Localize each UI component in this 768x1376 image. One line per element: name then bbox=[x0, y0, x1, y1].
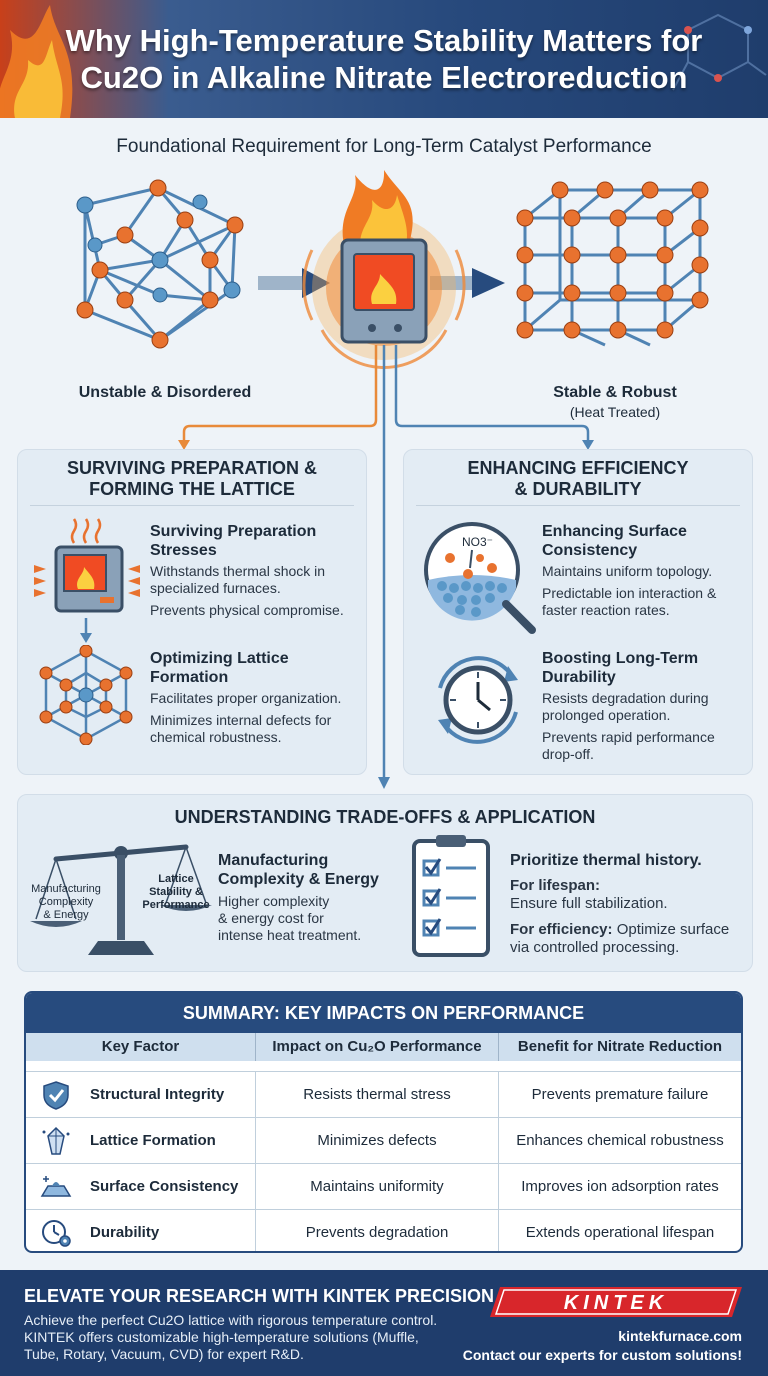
impact-cell: Resists thermal stress bbox=[256, 1072, 499, 1118]
preparation-panel-title: SURVIVING PREPARATION &FORMING THE LATTI… bbox=[66, 458, 318, 499]
kintek-logo[interactable]: KINTEK bbox=[490, 1287, 742, 1317]
footer-title: ELEVATE YOUR RESEARCH WITH KINTEK PRECIS… bbox=[24, 1286, 495, 1306]
title-line-1: Why High-Temperature Stability Matters f… bbox=[65, 23, 703, 58]
summary-table: SUMMARY: KEY IMPACTS ON PERFORMANCE Key … bbox=[24, 991, 743, 1253]
benefit-cell: Improves ion adsorption rates bbox=[521, 1178, 719, 1195]
impact-cell: Maintains uniformity bbox=[256, 1164, 499, 1210]
cost-text: intense heat treatment. bbox=[218, 927, 362, 943]
summary-title: SUMMARY: KEY IMPACTS ON PERFORMANCE bbox=[26, 993, 741, 1033]
factor-cell: Lattice Formation bbox=[26, 1118, 256, 1164]
shield-check-icon bbox=[43, 1081, 69, 1110]
lattice-item-text: Facilitates proper organization. bbox=[150, 690, 342, 706]
factor-cell: Structural Integrity bbox=[26, 1072, 256, 1118]
footer-url-link[interactable]: kintekfurnace.com bbox=[618, 1328, 742, 1344]
factor-cell: Surface Consistency bbox=[26, 1164, 256, 1210]
lattice-item-text: chemical robustness. bbox=[150, 729, 282, 745]
furnace-stress-icon bbox=[34, 518, 140, 613]
table-row: Surface Consistency Maintains uniformity… bbox=[26, 1163, 741, 1210]
left-lattice-caption: Unstable & Disordered bbox=[78, 384, 252, 401]
center-connector bbox=[378, 345, 390, 789]
clock-gear-icon bbox=[42, 1220, 71, 1247]
surface-item-text: Predictable ion interaction & bbox=[542, 585, 717, 601]
flame-decoration-icon bbox=[0, 5, 73, 118]
surface-icon bbox=[40, 1176, 72, 1197]
efficiency-panel: ENHANCING EFFICIENCY& DURABILITY NO3⁻ En… bbox=[403, 449, 753, 775]
ordered-lattice-icon bbox=[516, 181, 709, 347]
table-row: Structural Integrity Resists thermal str… bbox=[26, 1071, 741, 1118]
arrow-right-icon bbox=[472, 268, 505, 298]
durability-item-text: Prevents rapid performance bbox=[542, 729, 715, 745]
preparation-item-text: Withstands thermal shock in bbox=[150, 563, 326, 579]
column-header: Benefit for Nitrate Reduction bbox=[499, 1033, 741, 1061]
column-header: Key Factor bbox=[26, 1033, 256, 1061]
arrow-right-icon bbox=[302, 268, 330, 298]
crystal-icon bbox=[42, 1126, 70, 1155]
surface-item-text: faster reaction rates. bbox=[542, 602, 670, 618]
efficiency-panel-title: ENHANCING EFFICIENCY& DURABILITY bbox=[467, 458, 689, 499]
durability-item-text: Resists degradation during bbox=[542, 690, 709, 706]
header-banner: Why High-Temperature Stability Matters f… bbox=[0, 0, 768, 118]
svg-text:KINTEK: KINTEK bbox=[564, 1292, 668, 1314]
title-line-2: Cu2O in Alkaline Nitrate Electroreductio… bbox=[80, 60, 688, 95]
clock-icon bbox=[438, 656, 518, 744]
tradeoffs-panel: UNDERSTANDING TRADE-OFFS & APPLICATION M… bbox=[17, 794, 753, 972]
preparation-item-text: Prevents physical compromise. bbox=[150, 602, 344, 618]
table-row: Durability Prevents degradation Extends … bbox=[26, 1209, 741, 1251]
lifespan-text: Ensure full stabilization. bbox=[510, 895, 668, 912]
benefit-cell: Prevents premature failure bbox=[531, 1086, 709, 1103]
arrow-down-icon bbox=[80, 618, 92, 643]
durability-item-text: prolonged operation. bbox=[542, 707, 671, 723]
subtitle: Foundational Requirement for Long-Term C… bbox=[116, 136, 652, 157]
table-row: Lattice Formation Minimizes defects Enha… bbox=[26, 1117, 741, 1164]
factor-cell: Durability bbox=[26, 1210, 256, 1251]
contact-experts-link[interactable]: Contact our experts for custom solutions… bbox=[462, 1347, 742, 1363]
efficiency-text: via controlled processing. bbox=[510, 939, 680, 956]
priority-title: Prioritize thermal history. bbox=[510, 852, 702, 869]
page-title: Why High-Temperature Stability Matters f… bbox=[0, 22, 768, 96]
preparation-panel: SURVIVING PREPARATION &FORMING THE LATTI… bbox=[17, 449, 367, 775]
lattice-item-text: Minimizes internal defects for bbox=[150, 712, 332, 728]
right-lattice-caption: Stable & Robust bbox=[553, 384, 677, 401]
magnifier-surface-icon: NO3⁻ bbox=[424, 522, 536, 634]
cost-text: & energy cost for bbox=[218, 910, 324, 926]
nitrate-label: NO3⁻ bbox=[462, 535, 493, 549]
lifespan-label: For lifespan: bbox=[510, 877, 601, 894]
transformation-diagram bbox=[76, 170, 709, 450]
right-lattice-subcaption: (Heat Treated) bbox=[569, 404, 661, 420]
efficiency-line: For efficiency: Optimize surface bbox=[510, 921, 730, 938]
durability-item-text: drop-off. bbox=[542, 746, 594, 762]
benefit-cell: Enhances chemical robustness bbox=[516, 1132, 724, 1149]
molecule-decoration-icon bbox=[672, 13, 767, 91]
impact-cell: Prevents degradation bbox=[256, 1210, 499, 1251]
impact-cell: Minimizes defects bbox=[256, 1118, 499, 1164]
balance-scale-icon bbox=[30, 844, 212, 955]
benefit-cell: Extends operational lifespan bbox=[525, 1224, 715, 1241]
footer: ELEVATE YOUR RESEARCH WITH KINTEK PRECIS… bbox=[0, 1270, 768, 1376]
surface-item-text: Maintains uniform topology. bbox=[542, 563, 713, 579]
furnace-icon bbox=[302, 170, 466, 370]
footer-text: Achieve the perfect Cu2O lattice with ri… bbox=[24, 1312, 438, 1362]
preparation-item-text: specialized furnaces. bbox=[150, 580, 281, 596]
cost-text: Higher complexity bbox=[218, 893, 330, 909]
disordered-lattice-icon bbox=[76, 179, 244, 349]
column-header: Impact on Cu₂O Performance bbox=[256, 1033, 499, 1061]
tradeoffs-title: UNDERSTANDING TRADE-OFFS & APPLICATION bbox=[174, 807, 596, 827]
checklist-icon bbox=[412, 835, 490, 957]
lattice-hexagon-icon bbox=[39, 645, 133, 745]
